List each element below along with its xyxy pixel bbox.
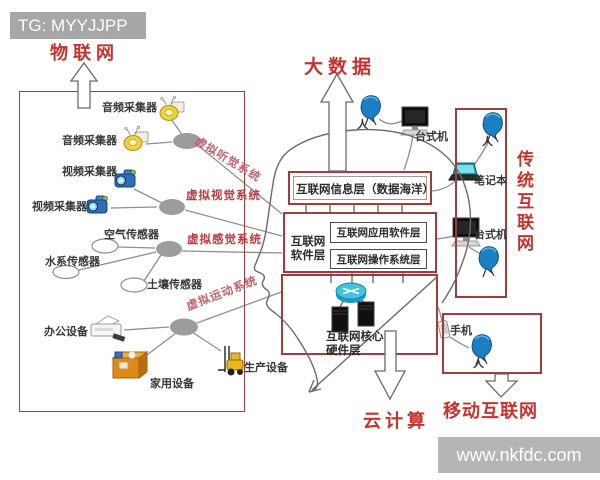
neck-arrow-line <box>311 275 439 391</box>
iot-up-arrow <box>69 61 99 109</box>
junction-nodes <box>156 133 201 336</box>
mobile-internet-title: 移动互联网 <box>443 401 538 421</box>
home-equipment-label: 家用设备 <box>150 378 194 390</box>
server-tower-icon <box>357 301 375 327</box>
junction-vision <box>159 199 185 215</box>
person-label: 人 <box>473 358 484 370</box>
office-equipment-label: 办公设备 <box>44 326 88 338</box>
neck-arrowhead <box>308 379 322 393</box>
big-data-title: 大数据 <box>304 57 377 78</box>
os-layer-label: 互联网操作系统层 <box>336 254 421 266</box>
laptop-label: 笔记本 <box>474 175 507 187</box>
traditional-internet-box <box>455 108 507 298</box>
iot-title: 物联网 <box>50 43 119 63</box>
information-layer-label: 互联网信息层（数据海洋） <box>296 184 434 196</box>
big-data-up-arrow <box>319 72 355 172</box>
top-watermark: TG: MYYJJPP <box>10 12 146 39</box>
video-collector-label: 视频采集器 <box>32 201 87 213</box>
soil-sensor-node <box>120 277 148 293</box>
server-icons <box>331 301 375 333</box>
cloud-computing-title: 云计算 <box>363 411 429 431</box>
phone-label: 手机 <box>450 325 472 337</box>
audio-collector-label: 音频采集器 <box>62 135 117 147</box>
cloud-down-arrow <box>373 330 407 401</box>
application-layer-label: 互联网应用软件层 <box>336 228 421 239</box>
virtual-sensation-label: 虚拟感觉系统 <box>187 234 262 246</box>
virtual-vision-label: 虚拟视觉系统 <box>186 190 261 202</box>
sensor-nodes <box>52 238 148 293</box>
application-layer-box: 互联网应用软件层 <box>330 222 427 243</box>
printer-icon <box>90 315 126 342</box>
router-icon <box>335 282 367 303</box>
junction-sensation <box>156 241 182 257</box>
traditional-internet-title: 传统互联网 <box>514 150 533 255</box>
person-label: 人 <box>357 119 368 131</box>
air-sensor-label: 空气传感器 <box>104 229 159 241</box>
mobile-internet-box <box>442 313 542 374</box>
desktop-label: 台式机 <box>474 229 507 241</box>
iot-region-box <box>19 91 245 412</box>
person-label: 人 <box>482 136 493 148</box>
home-appliance-icon <box>111 351 149 379</box>
server-tower-icon <box>331 306 349 333</box>
production-equipment-label: 生产设备 <box>244 362 288 374</box>
information-layer-inner-border <box>293 176 427 200</box>
bottom-watermark: www.nkfdc.com <box>438 437 600 473</box>
junction-hearing <box>173 133 201 149</box>
desktop-label: 台式机 <box>415 131 448 143</box>
internet-connector-curves <box>378 118 490 349</box>
flow-arrows <box>69 61 519 401</box>
soil-sensor-label: 土壤传感器 <box>147 279 202 291</box>
hardware-layer-label: 互联网核心 硬件层 <box>326 331 384 358</box>
audio-collector-label: 音频采集器 <box>102 102 157 114</box>
air-sensor-node <box>91 238 119 254</box>
forklift-icon <box>218 346 244 376</box>
software-layer-label: 互联网 软件层 <box>290 236 326 263</box>
head-profile-outline <box>253 128 472 393</box>
water-sensor-node <box>52 264 80 280</box>
mobile-down-arrow <box>484 373 519 398</box>
os-layer-box: 互联网操作系统层 <box>330 249 427 269</box>
information-layer-box <box>288 171 432 205</box>
video-collector-label: 视频采集器 <box>62 166 117 178</box>
water-sensor-label: 水系传感器 <box>45 256 100 268</box>
junction-motion <box>170 318 198 336</box>
